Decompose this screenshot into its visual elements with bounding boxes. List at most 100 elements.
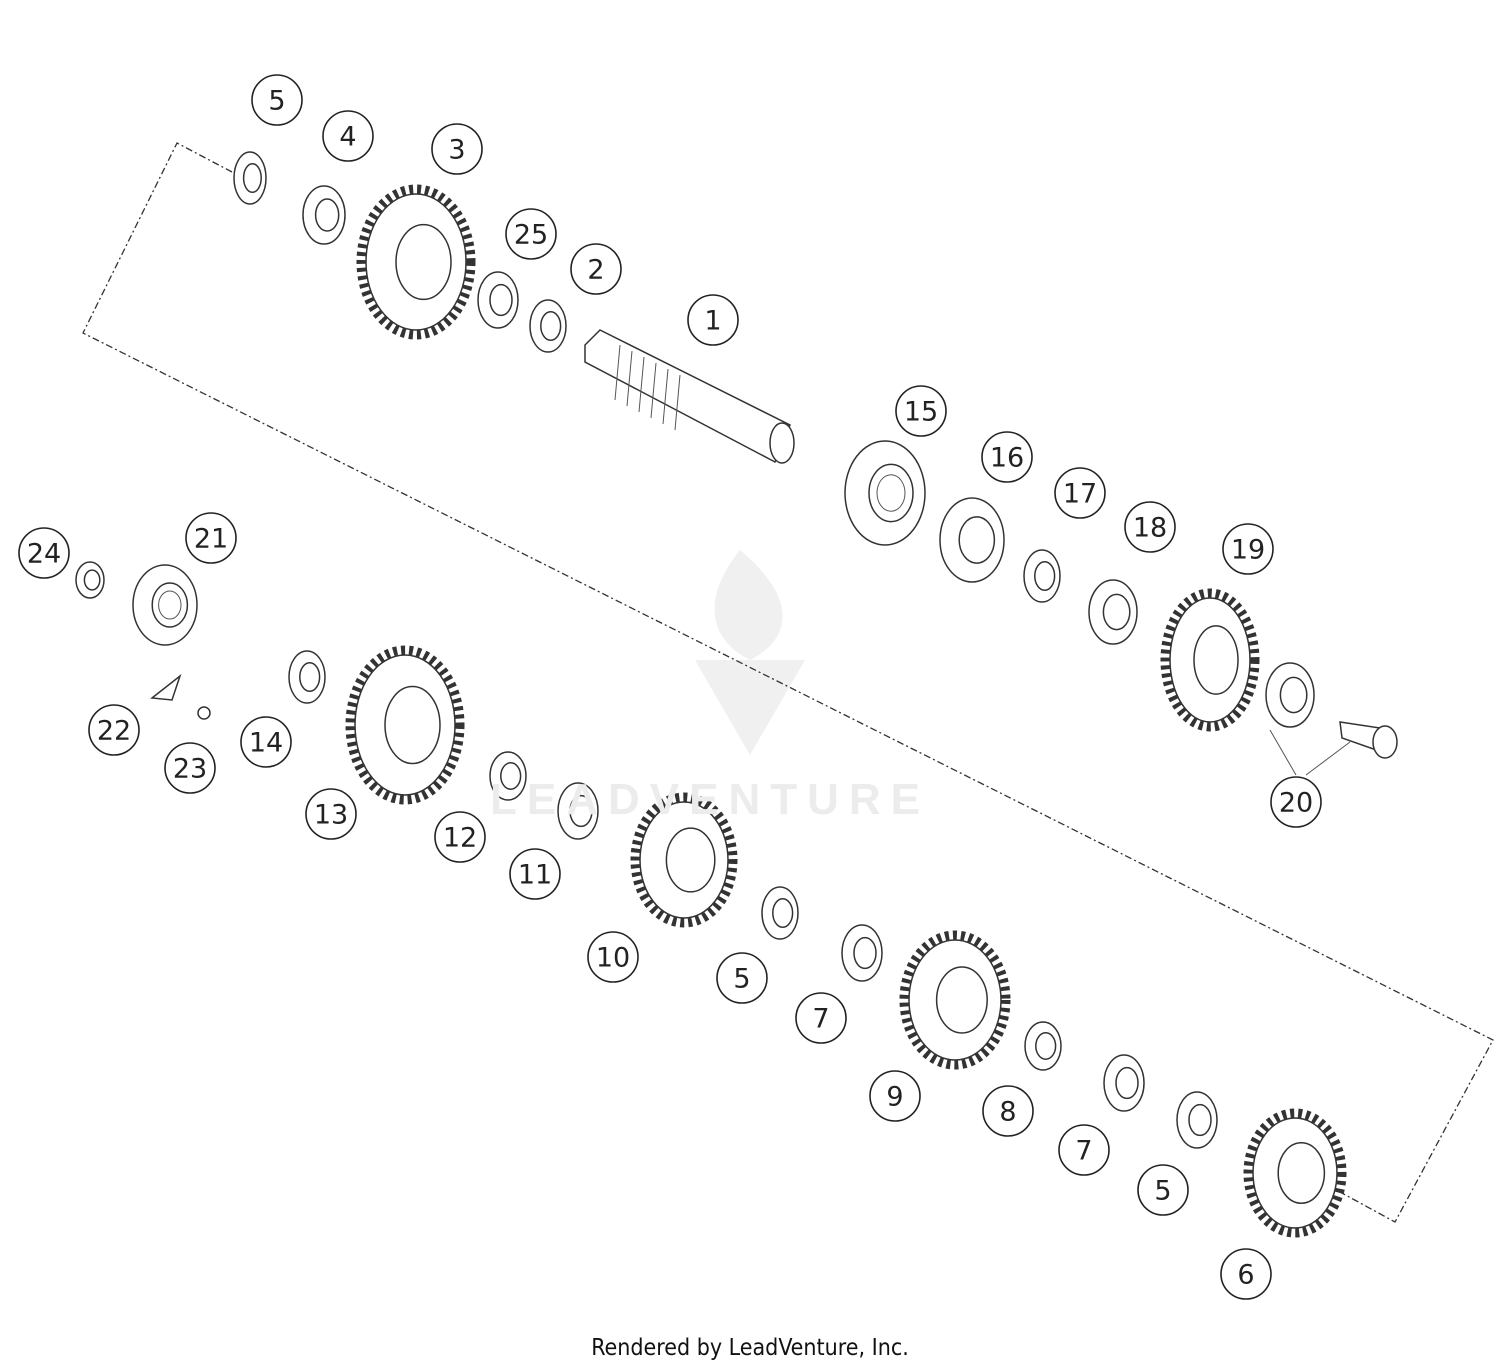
- bushing-part: [1088, 579, 1138, 645]
- callout-19[interactable]: 19: [1222, 523, 1274, 575]
- callout-label: 8: [999, 1097, 1016, 1128]
- bearing-part: [132, 564, 198, 646]
- washer-part: [233, 151, 267, 205]
- callout-14[interactable]: 14: [240, 716, 292, 768]
- callout-label: 5: [733, 964, 750, 995]
- callout-label: 25: [514, 220, 548, 251]
- watermark-logo: [695, 550, 805, 755]
- gear-part: [356, 184, 476, 340]
- callout-8[interactable]: 8: [982, 1085, 1034, 1137]
- callout-17[interactable]: 17: [1054, 467, 1106, 519]
- callout-11[interactable]: 11: [509, 848, 561, 900]
- callout-circle: [1220, 1248, 1272, 1300]
- callout-circle: [88, 704, 140, 756]
- callout-label: 19: [1231, 535, 1265, 566]
- callout-circle: [795, 992, 847, 1044]
- callout-circle: [18, 527, 70, 579]
- callout-15[interactable]: 15: [895, 385, 947, 437]
- leader-line: [1305, 741, 1351, 776]
- callout-circle: [505, 208, 557, 260]
- callout-circle: [1054, 467, 1106, 519]
- washer-part: [75, 561, 105, 599]
- callout-24[interactable]: 24: [18, 527, 70, 579]
- washer-part: [288, 650, 326, 704]
- callout-label: 7: [1075, 1136, 1092, 1167]
- callout-label: 2: [587, 255, 604, 286]
- callout-circle: [164, 742, 216, 794]
- callout-circle: [1270, 776, 1322, 828]
- callout-label: 13: [314, 800, 348, 831]
- callout-circle: [869, 1070, 921, 1122]
- callout-label: 21: [194, 524, 228, 555]
- callout-18[interactable]: 18: [1124, 501, 1176, 553]
- washer-part: [1023, 549, 1061, 603]
- callout-23[interactable]: 23: [164, 742, 216, 794]
- callout-label: 22: [97, 716, 131, 747]
- callout-label: 1: [704, 306, 721, 337]
- callout-7[interactable]: 7: [1058, 1124, 1110, 1176]
- washer-part: [1176, 1091, 1218, 1149]
- callout-label: 9: [886, 1082, 903, 1113]
- washer-part: [761, 886, 799, 940]
- gear-part: [1243, 1108, 1347, 1238]
- seal-part: [939, 497, 1005, 583]
- callout-5[interactable]: 5: [716, 952, 768, 1004]
- callout-circle: [895, 385, 947, 437]
- gear-part: [345, 645, 465, 805]
- callout-5[interactable]: 5: [251, 74, 303, 126]
- callout-9[interactable]: 9: [869, 1070, 921, 1122]
- callout-circle: [570, 243, 622, 295]
- callout-6[interactable]: 6: [1220, 1248, 1272, 1300]
- callout-label: 6: [1237, 1260, 1254, 1291]
- washer-part: [302, 185, 346, 245]
- callout-circle: [1124, 501, 1176, 553]
- washer-part: [1103, 1054, 1145, 1112]
- callout-circle: [1137, 1164, 1189, 1216]
- callout-label: 24: [27, 539, 61, 570]
- callout-circle: [981, 431, 1033, 483]
- callout-20[interactable]: 20: [1270, 776, 1322, 828]
- callout-4[interactable]: 4: [322, 110, 374, 162]
- callout-16[interactable]: 16: [981, 431, 1033, 483]
- leader-line: [1269, 729, 1297, 776]
- callout-12[interactable]: 12: [434, 811, 486, 863]
- callout-circle: [587, 931, 639, 983]
- gear-part: [630, 792, 738, 928]
- callout-label: 15: [904, 397, 938, 428]
- callout-3[interactable]: 3: [431, 123, 483, 175]
- callout-5[interactable]: 5: [1137, 1164, 1189, 1216]
- callout-13[interactable]: 13: [305, 788, 357, 840]
- callout-25[interactable]: 25: [505, 208, 557, 260]
- callout-circle: [509, 848, 561, 900]
- watermark: LEADVENTURE: [490, 775, 931, 824]
- callout-label: 12: [443, 823, 477, 854]
- bushing-part: [529, 299, 567, 353]
- washer-part: [557, 782, 599, 840]
- callout-label: 3: [448, 135, 465, 166]
- callout-1[interactable]: 1: [687, 294, 739, 346]
- parts: [75, 151, 1398, 1238]
- callout-label: 5: [268, 86, 285, 117]
- screw-part: [150, 673, 211, 720]
- callout-10[interactable]: 10: [587, 931, 639, 983]
- callout-circle: [240, 716, 292, 768]
- callout-21[interactable]: 21: [185, 512, 237, 564]
- callout-2[interactable]: 2: [570, 243, 622, 295]
- bushing-part: [1024, 1021, 1062, 1071]
- bolt-part: [1339, 721, 1398, 759]
- callout-label: 16: [990, 443, 1024, 474]
- washer-part: [477, 271, 519, 329]
- callout-circle: [982, 1085, 1034, 1137]
- callout-22[interactable]: 22: [88, 704, 140, 756]
- footer-credit: Rendered by LeadVenture, Inc.: [591, 1335, 909, 1361]
- bushing-part: [489, 751, 527, 801]
- callout-circle: [1058, 1124, 1110, 1176]
- callout-circle: [251, 74, 303, 126]
- shaft-part: [584, 329, 795, 464]
- callout-7[interactable]: 7: [795, 992, 847, 1044]
- callout-circle: [185, 512, 237, 564]
- callout-circle: [322, 110, 374, 162]
- washer-part: [841, 924, 883, 982]
